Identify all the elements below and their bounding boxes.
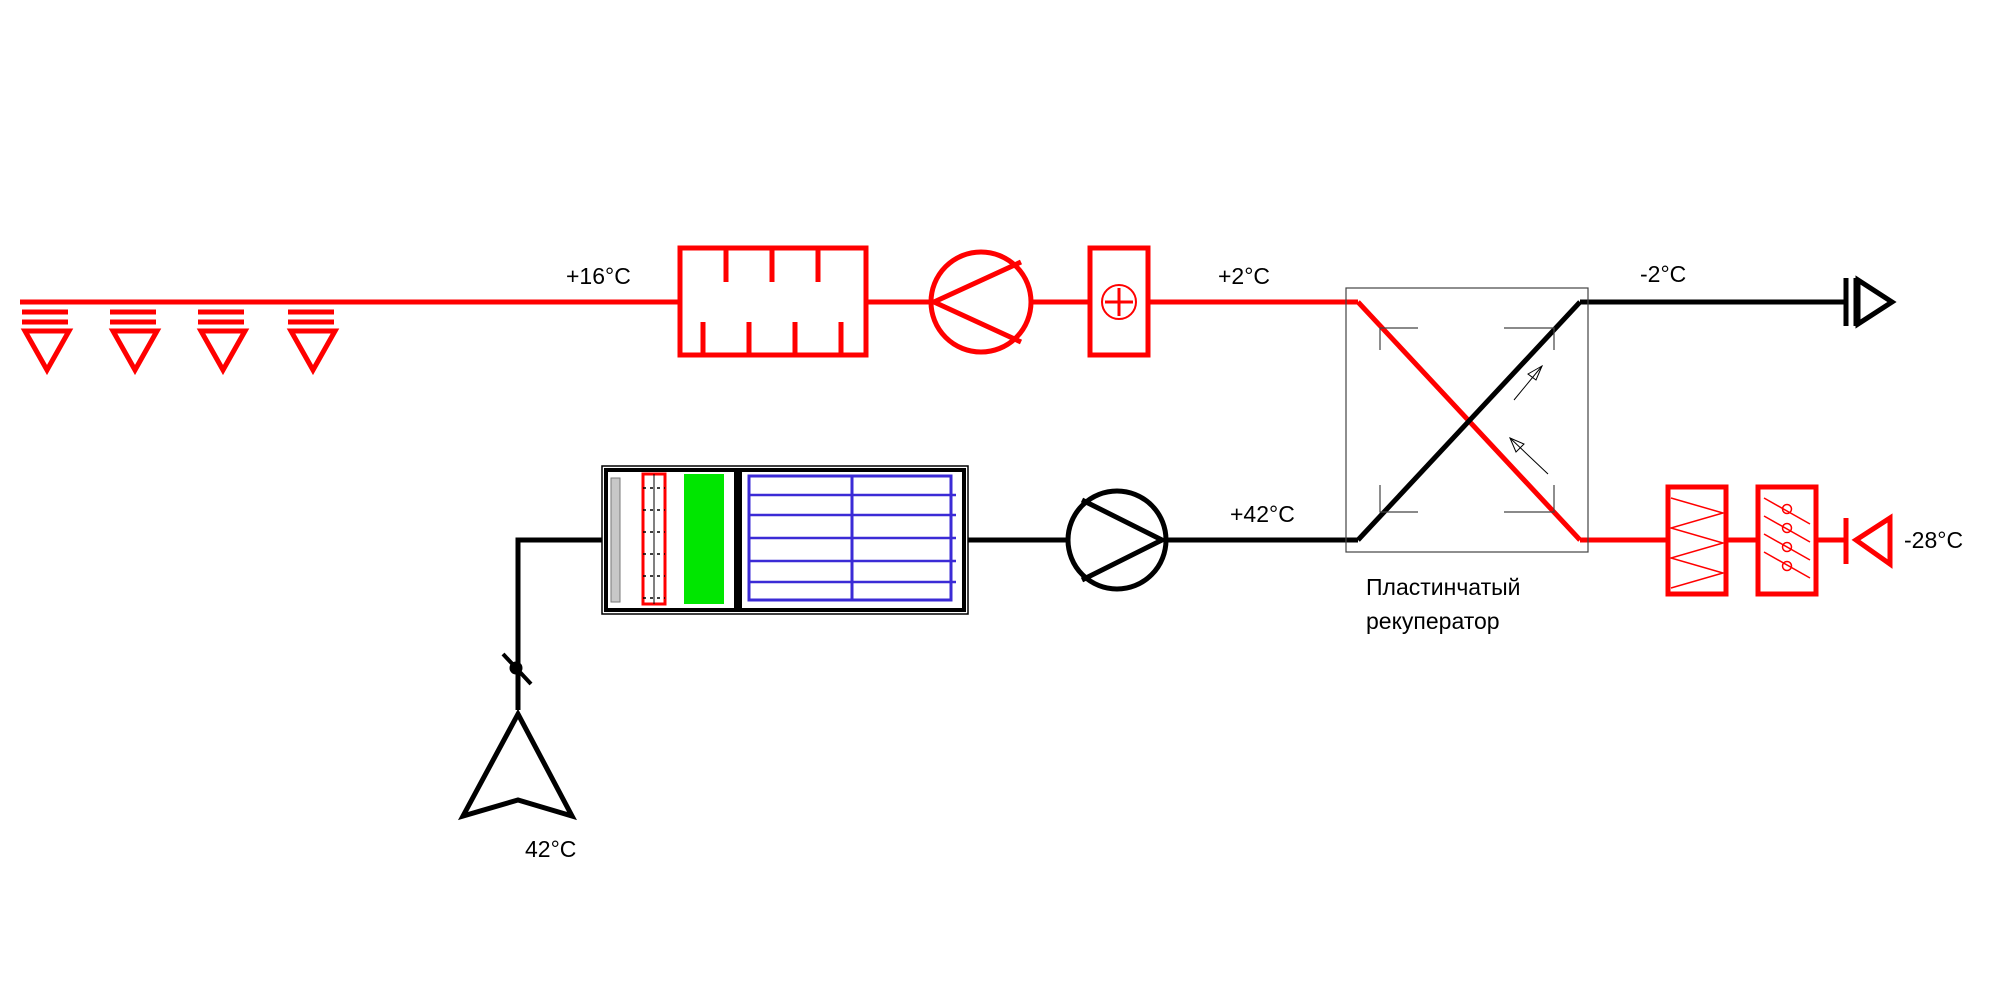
- recuperator-caption-line2: рекуператор: [1366, 608, 1500, 634]
- bag-filter: [1665, 484, 1729, 597]
- temp-label-supply-after-recuperator: +2°C: [1218, 263, 1271, 289]
- airflow-arrow-icon: [1509, 437, 1549, 475]
- supply-fan-icon: [928, 249, 1034, 355]
- plate-recuperator: [1345, 287, 1589, 553]
- exhaust-outlet-icon: [1843, 275, 1897, 329]
- exhaust-intake-icon: [457, 708, 577, 821]
- exhaust-air-line: [515, 299, 1846, 710]
- electric-heater-icon: [1087, 245, 1151, 358]
- recuperator-caption-line1: Пластинчатый: [1366, 574, 1521, 600]
- temp-label-exhaust-intake: 42°C: [525, 836, 577, 862]
- panel-filter: [1755, 484, 1819, 597]
- filter-cooling-unit: [601, 465, 969, 615]
- supply-diffuser: [108, 309, 162, 376]
- supply-diffuser: [286, 309, 340, 376]
- outdoor-air-intake-icon: [1843, 513, 1893, 569]
- temp-label-exhaust-out: -2°C: [1640, 261, 1687, 287]
- temp-label-outdoor-in: -28°C: [1904, 527, 1964, 553]
- temp-label-exhaust-before-recuperator: +42°C: [1230, 501, 1295, 527]
- exhaust-fan-icon: [1065, 488, 1169, 592]
- airflow-arrow-icon: [1513, 364, 1544, 401]
- supply-diffuser: [20, 309, 74, 376]
- temp-label-supply-room: +16°C: [566, 263, 631, 289]
- exhaust-damper-icon: [501, 652, 533, 686]
- supply-diffuser: [196, 309, 250, 376]
- recuperator-caption: Пластинчатый рекуператор: [1366, 570, 1521, 638]
- silencer: [677, 245, 869, 358]
